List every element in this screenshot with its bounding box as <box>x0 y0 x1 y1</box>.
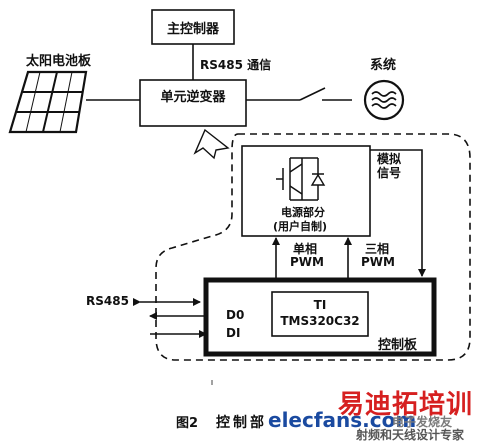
elecfans-logo: elecfans.com <box>268 408 416 432</box>
elecfans-logo-text: elecfans.com <box>268 408 417 432</box>
single-phase-label-1: 单相 <box>293 242 318 256</box>
power-section-box <box>241 145 371 237</box>
brand-watermark: 易迪拓培训 <box>338 390 474 420</box>
rs485-comm-label: RS485 通信 <box>200 58 272 72</box>
power-section-label-2: (用户自制) <box>273 220 328 233</box>
expand-pointer-arrow <box>193 128 230 160</box>
figure-number: 图2 <box>176 416 199 431</box>
inverter-box <box>139 79 247 127</box>
inverter-label: 单元逆变器 <box>160 90 226 105</box>
single-phase-label-2: PWM <box>290 255 324 269</box>
system-ac-symbol <box>363 79 405 121</box>
analog-signal-label-1: 模拟 <box>377 152 402 166</box>
dsp-box <box>271 291 369 337</box>
dsp-label-1: TI <box>313 298 327 312</box>
analog-signal-arrow <box>370 149 426 277</box>
switch-blade <box>299 87 326 101</box>
figure-caption: 控制部 <box>216 415 267 431</box>
three-phase-label-2: PWM <box>361 255 395 269</box>
power-section-label-1: 电源部分 <box>281 206 325 219</box>
solar-panel-label: 太阳电池板 <box>26 54 92 69</box>
dsp-label-2: TMS320C32 <box>280 314 360 328</box>
system-label: 系统 <box>370 58 397 73</box>
three-phase-label-1: 三相 <box>365 242 390 256</box>
main-controller-label: 主控制器 <box>166 22 219 37</box>
igbt-diode-symbol <box>276 157 326 201</box>
sub-brand-watermark: 电子发烧友 <box>392 415 453 429</box>
control-board-label: 控制板 <box>378 338 418 353</box>
main-controller-box <box>151 9 235 45</box>
di-label: DI <box>226 326 241 340</box>
solar-panel-graphic <box>8 70 88 134</box>
dashed-enclosure <box>155 133 471 361</box>
rs485-label: RS485 <box>86 294 129 308</box>
d0-label: D0 <box>226 308 245 322</box>
analog-signal-label-2: 信号 <box>377 166 402 180</box>
slogan-watermark: 射频和天线设计专家 <box>356 428 465 442</box>
